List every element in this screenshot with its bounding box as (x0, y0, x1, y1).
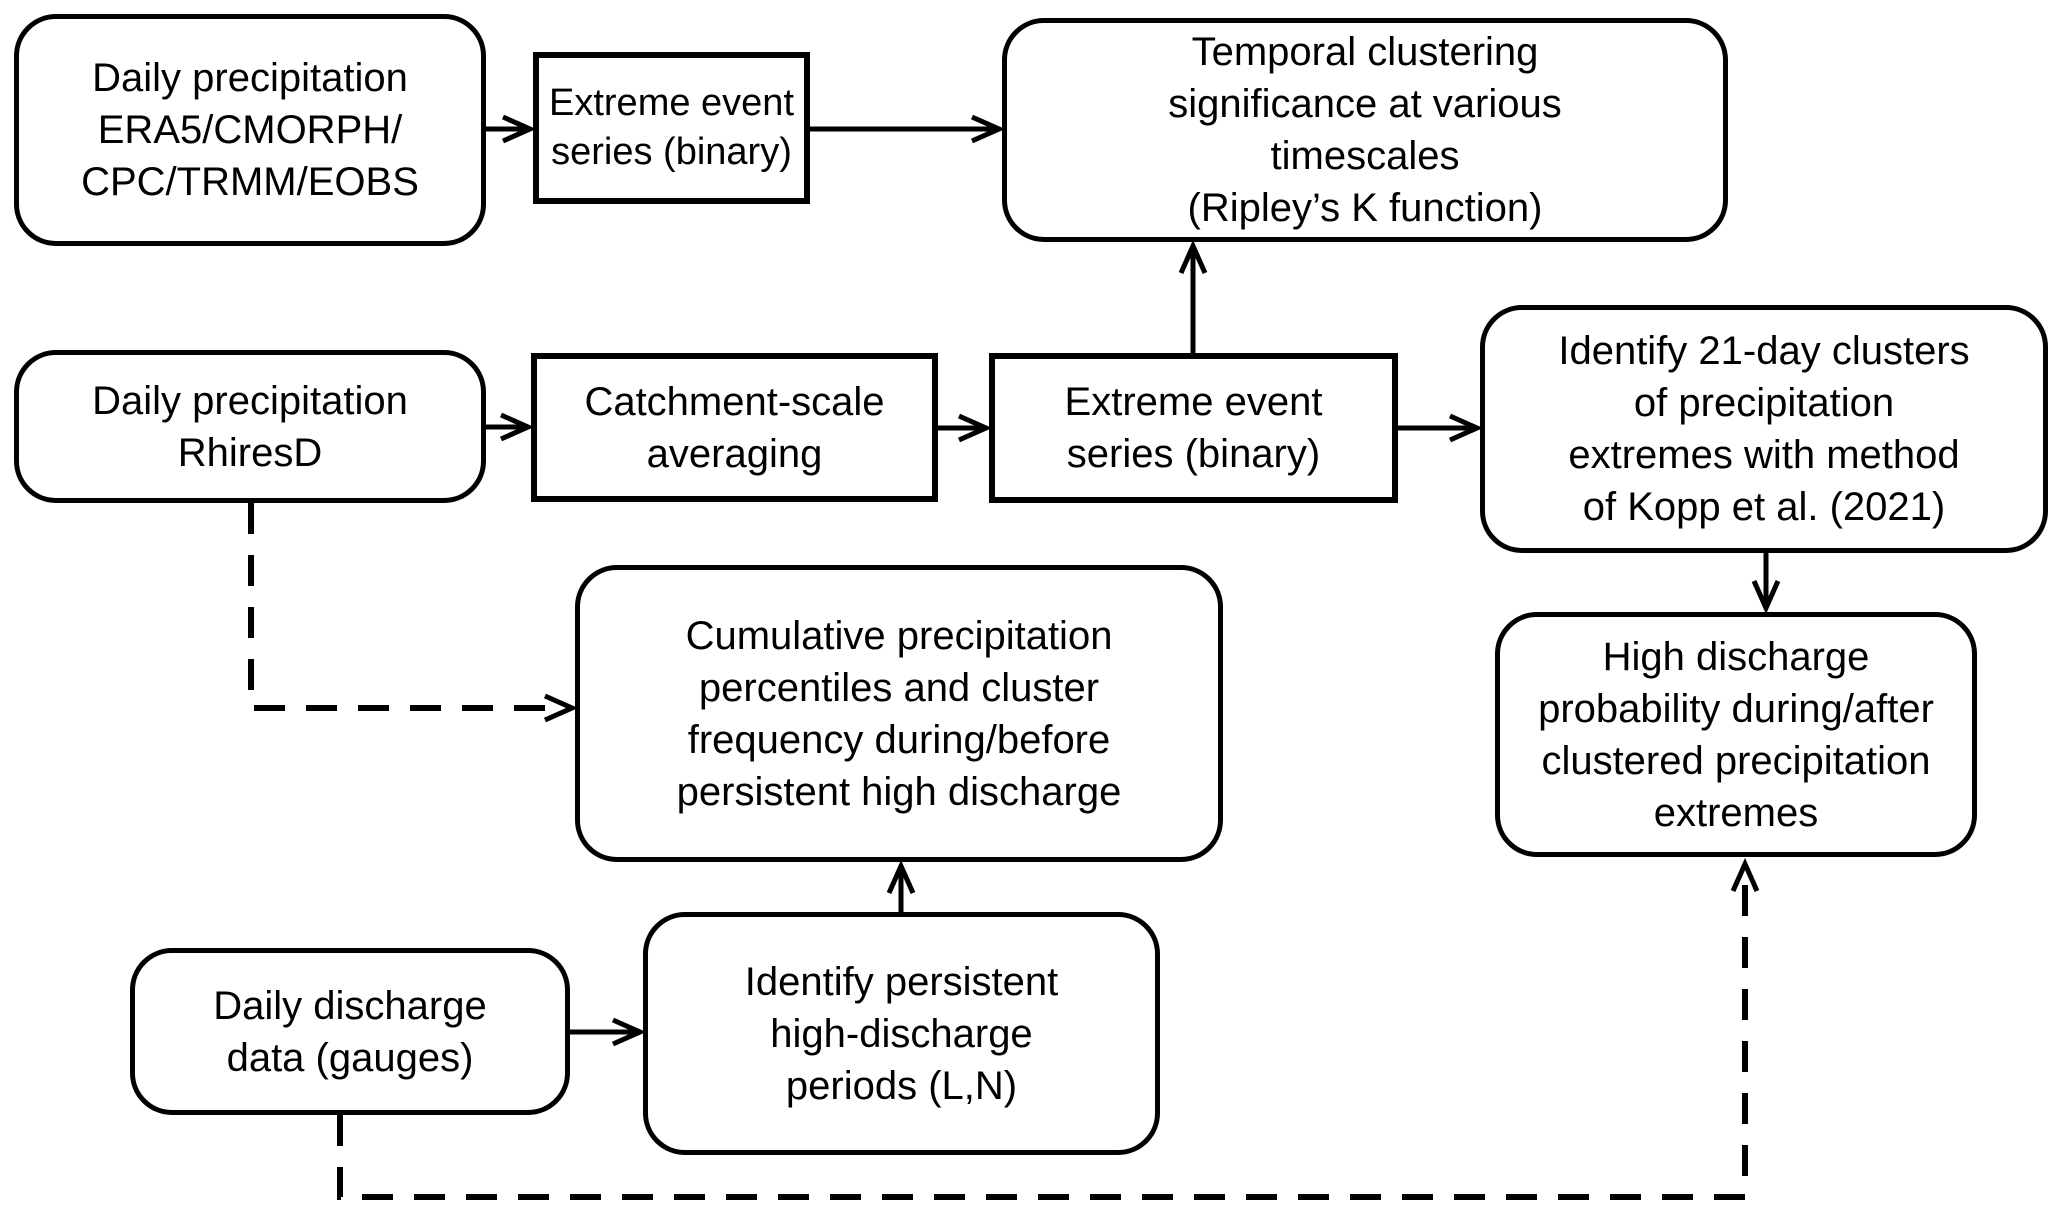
node-extreme-event-series-top: Extreme event series (binary) (533, 52, 810, 204)
arrowhead-dashed-into-cumulative-left (543, 693, 579, 723)
node-label-line: extremes with method (1568, 433, 1960, 477)
node-catchment-scale-averaging: Catchment-scale averaging (531, 353, 938, 502)
node-label-line: periods (L,N) (785, 1063, 1018, 1108)
arrowhead-into-identify-persistent (611, 1017, 647, 1047)
node-label-line: Catchment-scale (584, 379, 885, 424)
node-label-line: series (binary) (1066, 432, 1321, 476)
arrowhead-into-high-discharge-top (1751, 579, 1781, 615)
node-label-line: Temporal clustering (1191, 30, 1539, 74)
node-label-line: frequency during/before (687, 717, 1111, 762)
node-label-line: High discharge (1602, 634, 1870, 679)
node-label-line: series (binary) (551, 131, 792, 173)
edge-dashed-daily-discharge-to-high-discharge (337, 873, 1748, 1200)
node-daily-precipitation-global: Daily precipitation ERA5/CMORPH/ CPC/TRM… (14, 14, 486, 246)
node-label-line: Daily precipitation (92, 56, 408, 100)
node-label-line: timescales (1270, 134, 1460, 178)
node-label-line: percentiles and cluster (698, 665, 1100, 710)
node-label-line: high-discharge (770, 1011, 1033, 1056)
node-cumulative-percentiles: Cumulative precipitation percentiles and… (575, 565, 1223, 862)
node-label-line: Extreme event (549, 81, 794, 124)
arrowhead-into-extreme-mid (957, 413, 993, 443)
node-label-line: persistent high discharge (676, 769, 1122, 814)
node-label-line: of precipitation (1633, 381, 1895, 425)
node-label-line: Daily discharge (213, 983, 487, 1028)
node-identify-21day-clusters: Identify 21-day clusters of precipitatio… (1480, 305, 2048, 553)
node-label-line: significance at various (1168, 82, 1562, 126)
node-label-line: Identify persistent (744, 959, 1059, 1004)
arrowhead-dashed-into-high-discharge-bottom (1730, 857, 1760, 893)
node-label-line: Extreme event (1064, 380, 1323, 424)
node-label-line: averaging (646, 431, 823, 476)
node-daily-precipitation-rhiresd: Daily precipitation RhiresD (14, 350, 486, 503)
edge-dashed-rhiresd-to-cumulative (248, 503, 562, 711)
node-label-line: RhiresD (177, 430, 323, 475)
node-temporal-clustering: Temporal clustering significance at vari… (1002, 18, 1728, 242)
node-label-line: ERA5/CMORPH/ (97, 108, 403, 152)
node-daily-discharge-data: Daily discharge data (gauges) (130, 948, 570, 1115)
node-label-line: Identify 21-day clusters (1558, 329, 1970, 373)
node-label-line: (Ripley’s K function) (1187, 186, 1543, 230)
node-label-line: clustered precipitation (1541, 738, 1931, 783)
node-high-discharge-probability: High discharge probability during/after … (1495, 612, 1977, 857)
arrowhead-into-extreme-top (501, 114, 537, 144)
node-label-line: Cumulative precipitation (685, 613, 1113, 658)
arrowhead-into-temporal-bottom (1178, 239, 1208, 275)
arrowhead-into-cumulative-bottom (886, 859, 916, 895)
node-label-line: Daily precipitation (92, 378, 408, 423)
node-label-line: CPC/TRMM/EOBS (81, 160, 419, 204)
node-label-line: of Kopp et al. (2021) (1582, 485, 1946, 529)
node-label-line: probability during/after (1538, 686, 1934, 731)
node-extreme-event-series-mid: Extreme event series (binary) (989, 353, 1398, 503)
node-label-line: extremes (1653, 790, 1819, 835)
node-identify-persistent-high-discharge: Identify persistent high-discharge perio… (643, 912, 1160, 1155)
arrowhead-into-identify-clusters (1448, 413, 1484, 443)
arrowhead-into-temporal-left (970, 114, 1006, 144)
node-label-line: data (gauges) (226, 1035, 474, 1080)
arrowhead-into-catchment (499, 412, 535, 442)
